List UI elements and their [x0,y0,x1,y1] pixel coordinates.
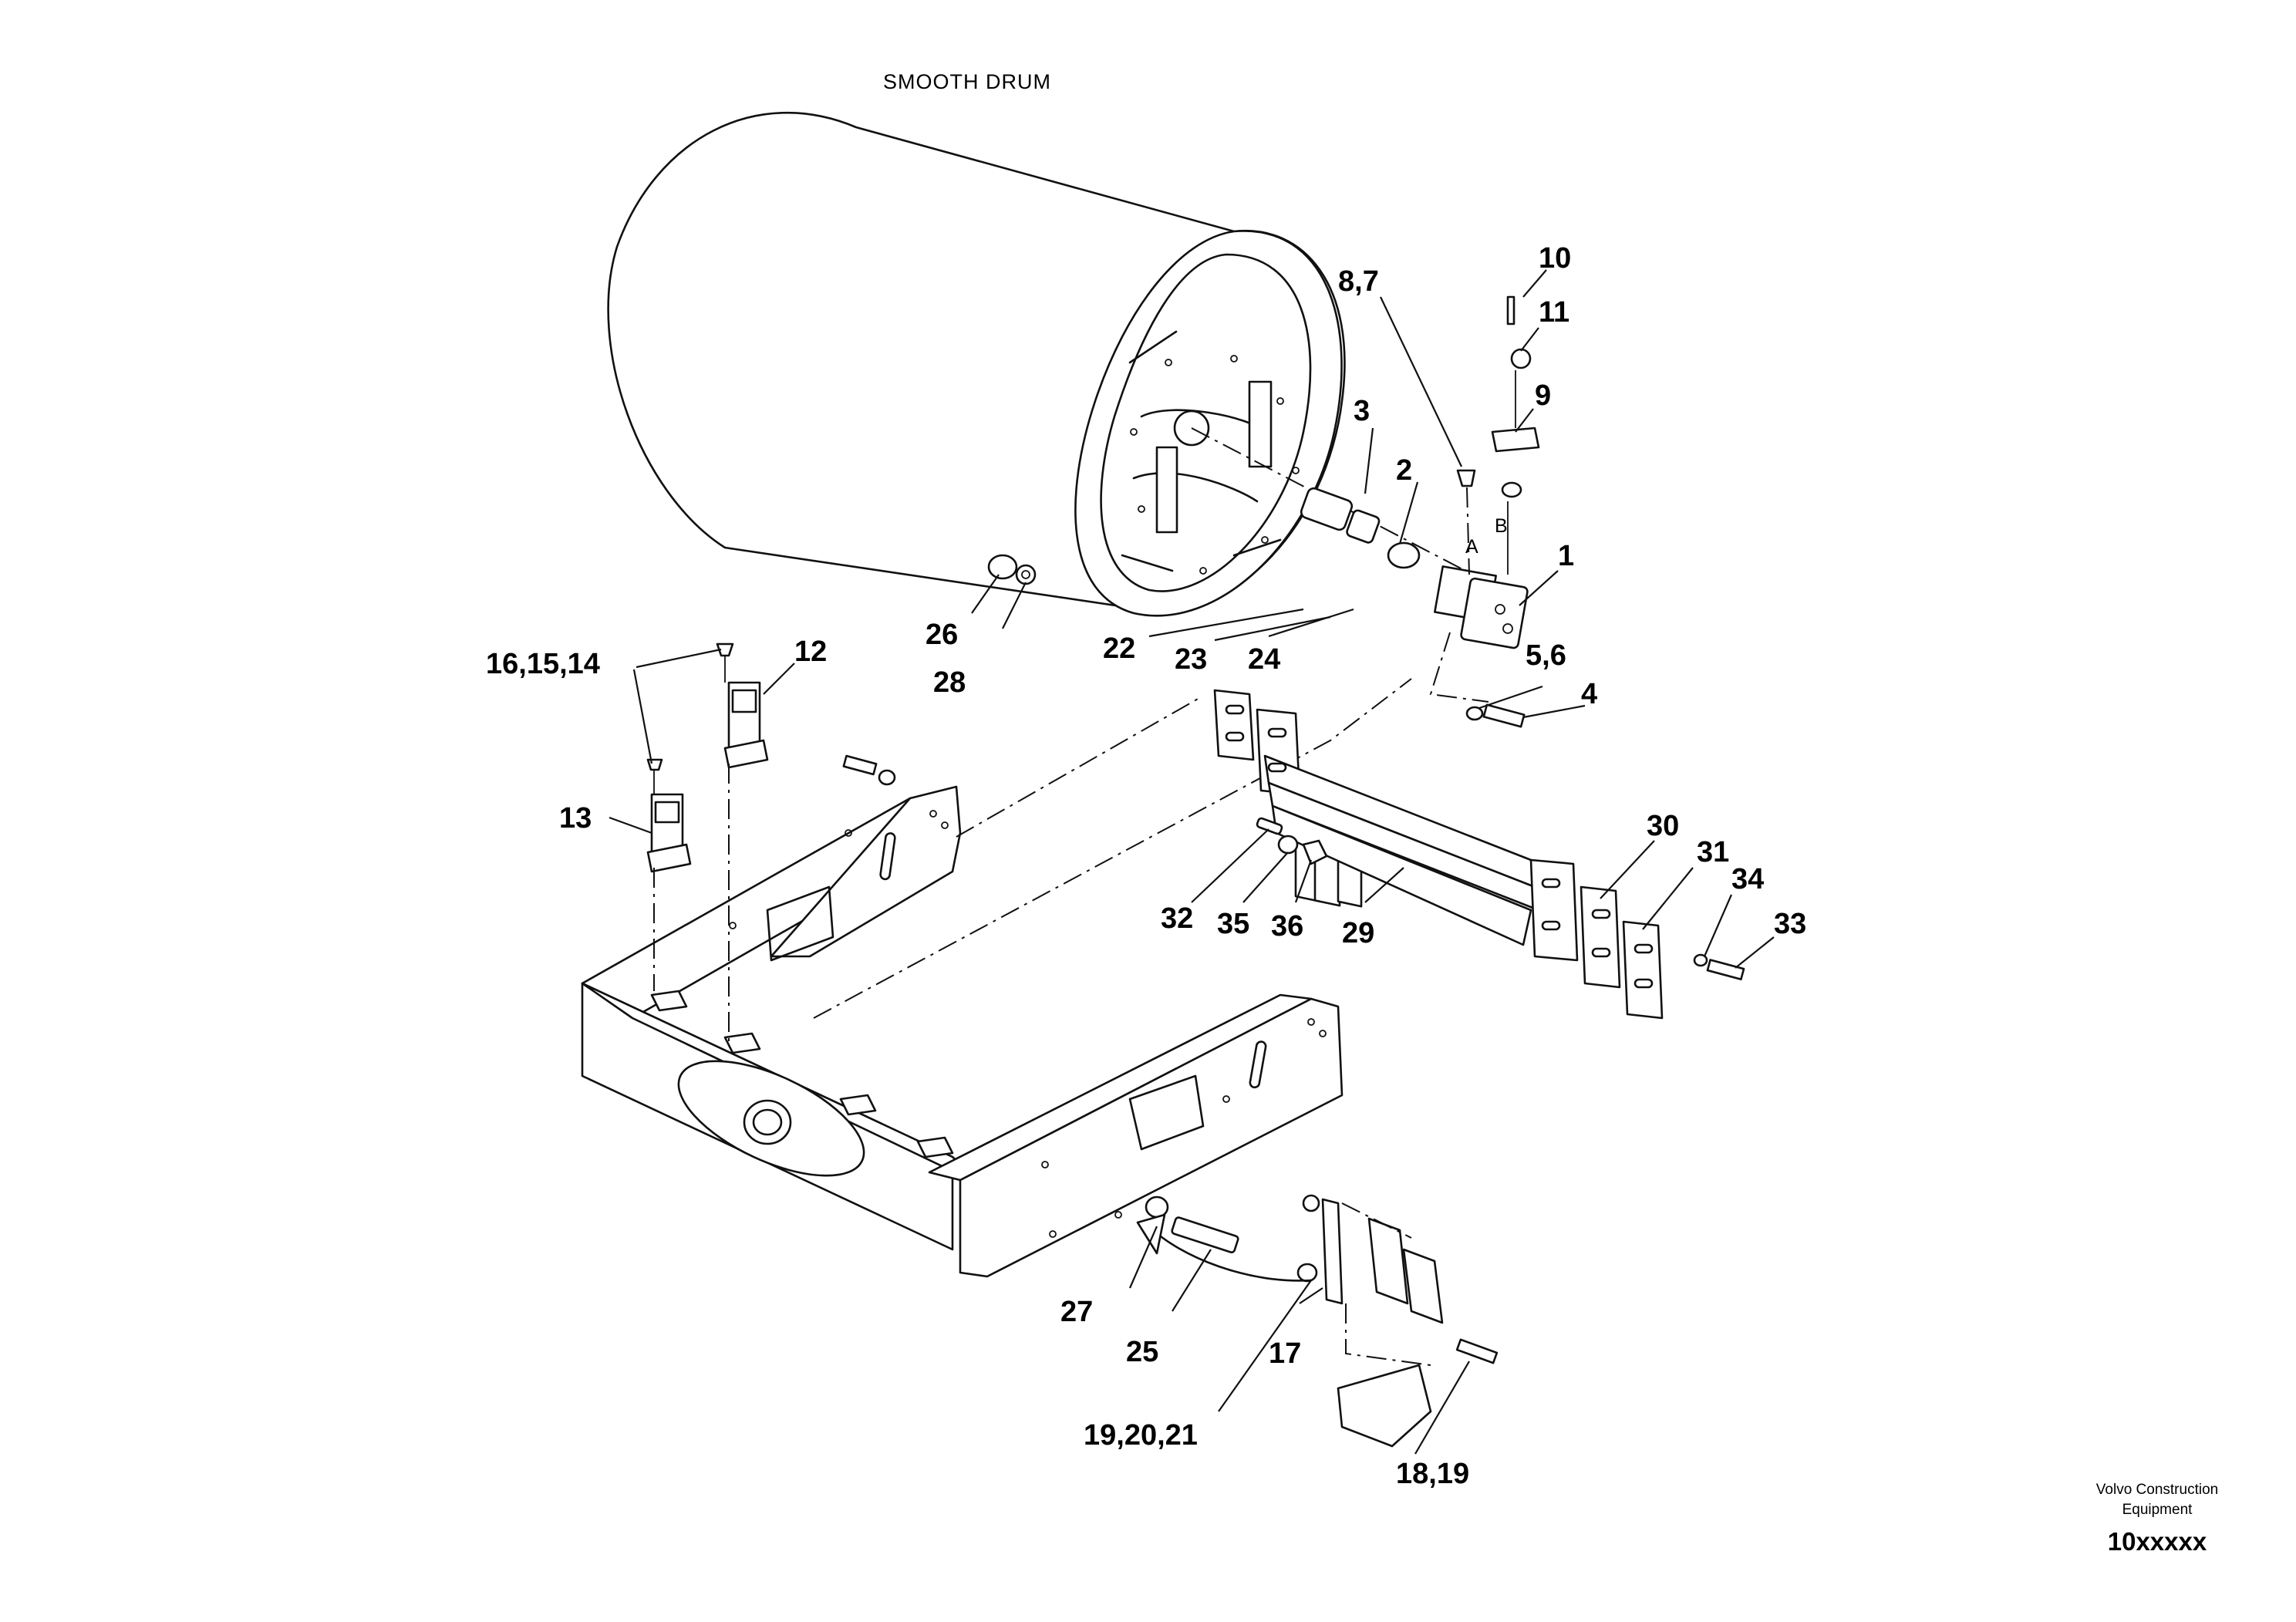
main-frame [581,678,1412,1278]
callout-11: 11 [1539,296,1569,329]
callout-10: 10 [1539,242,1571,275]
callout-2: 2 [1396,454,1412,487]
footer-block: Volvo Construction Equipment 10xxxxx [2096,1482,2218,1556]
callout-16-15-14: 16,15,14 [486,648,600,680]
callout-19-20-21: 19,20,21 [1084,1419,1198,1452]
callout-9: 9 [1535,379,1551,412]
callout-1: 1 [1558,540,1574,572]
callout-4: 4 [1581,678,1597,710]
callout-27: 27 [1060,1296,1093,1328]
callout-3: 3 [1354,395,1370,427]
footer-company-line2: Equipment [2122,1502,2193,1518]
callout-30: 30 [1647,810,1679,842]
leader-lines [609,269,1775,1455]
view-letter-b: B [1495,515,1508,537]
crossbar-assembly [1213,689,1745,1020]
callout-36: 36 [1271,910,1303,943]
callout-5-6: 5,6 [1526,639,1566,672]
callout-24: 24 [1248,643,1280,676]
callout-32: 32 [1161,902,1193,935]
callout-labels: 1 2 3 4 5,6 8,7 9 10 11 12 13 16,15,14 1… [486,242,1806,1490]
footer-company-line1: Volvo Construction [2096,1482,2218,1498]
callout-18-19: 18,19 [1396,1458,1469,1490]
callout-28: 28 [933,666,966,699]
drum-bolt-holes [1130,355,1300,575]
callout-31: 31 [1697,836,1729,868]
callout-34: 34 [1731,863,1764,895]
callout-23: 23 [1175,643,1207,676]
callout-29: 29 [1342,917,1374,949]
plate-slots [1225,704,1654,989]
frame-holes [729,810,1327,1238]
callout-35: 35 [1217,908,1249,940]
callout-26: 26 [925,619,958,651]
callout-12: 12 [794,636,827,668]
smooth-drum: SMOOTH DRUM [607,70,1346,617]
callout-25: 25 [1126,1336,1158,1368]
callout-13: 13 [559,802,592,835]
callout-8-7: 8,7 [1338,265,1379,298]
callout-17: 17 [1269,1337,1301,1370]
footer-drawing-code: 10xxxxx [2108,1527,2207,1556]
cable-brackets [646,642,896,1041]
callout-22: 22 [1103,632,1135,665]
callout-33: 33 [1774,908,1806,940]
view-letter-a: A [1465,536,1478,558]
drum-label: SMOOTH DRUM [883,70,1051,93]
lower-bracket-assembly [1136,1194,1499,1448]
